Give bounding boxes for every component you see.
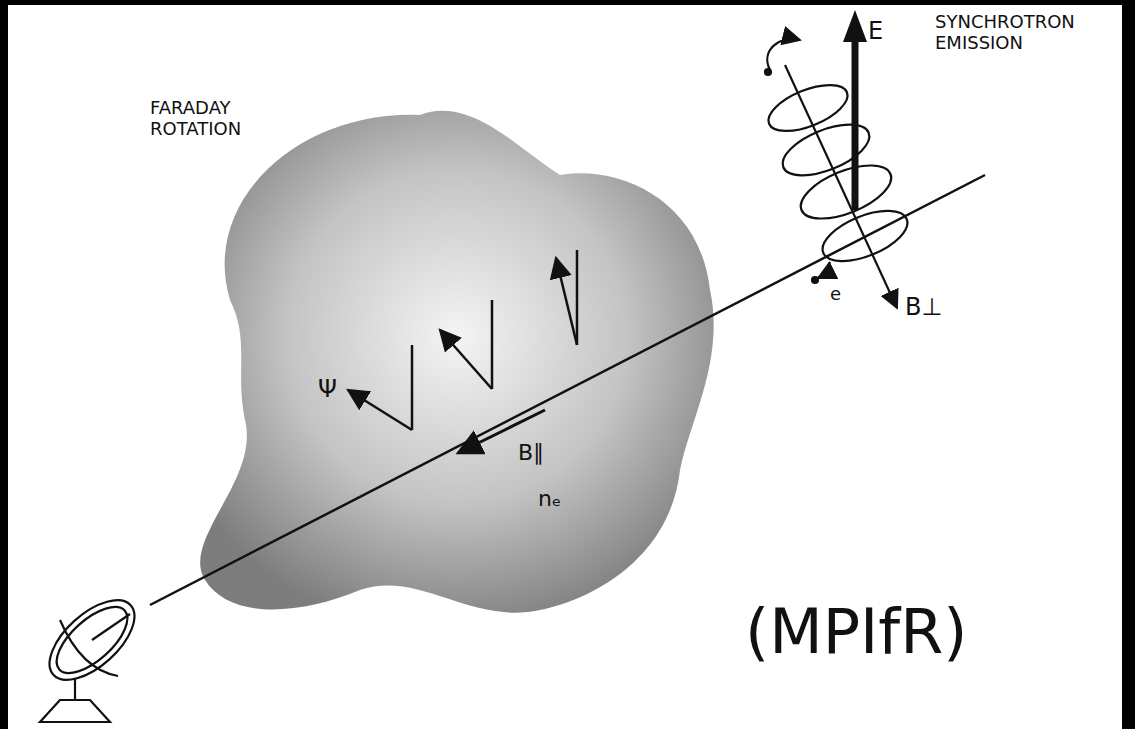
density-symbol: nₑ xyxy=(538,486,561,511)
process-name: FARADAY ROTATION xyxy=(150,98,270,139)
polarization-vectors xyxy=(348,250,577,453)
field-symbol: B∥ xyxy=(518,440,544,465)
line-of-sight xyxy=(150,175,985,605)
electron-symbol: e xyxy=(830,284,841,305)
white-panel xyxy=(8,5,1122,729)
source-credit: (MPIfR) xyxy=(745,596,967,667)
field-symbol: E xyxy=(868,18,883,46)
field-symbol: B⊥ xyxy=(905,294,942,322)
electron-helix xyxy=(762,39,914,308)
plasma-cloud xyxy=(200,111,714,613)
angle-symbol: Ψ xyxy=(318,376,337,404)
process-name: SYNCHROTRON EMISSION xyxy=(935,12,1085,53)
radio-telescope xyxy=(36,586,148,722)
e-field-arrow xyxy=(843,10,867,210)
